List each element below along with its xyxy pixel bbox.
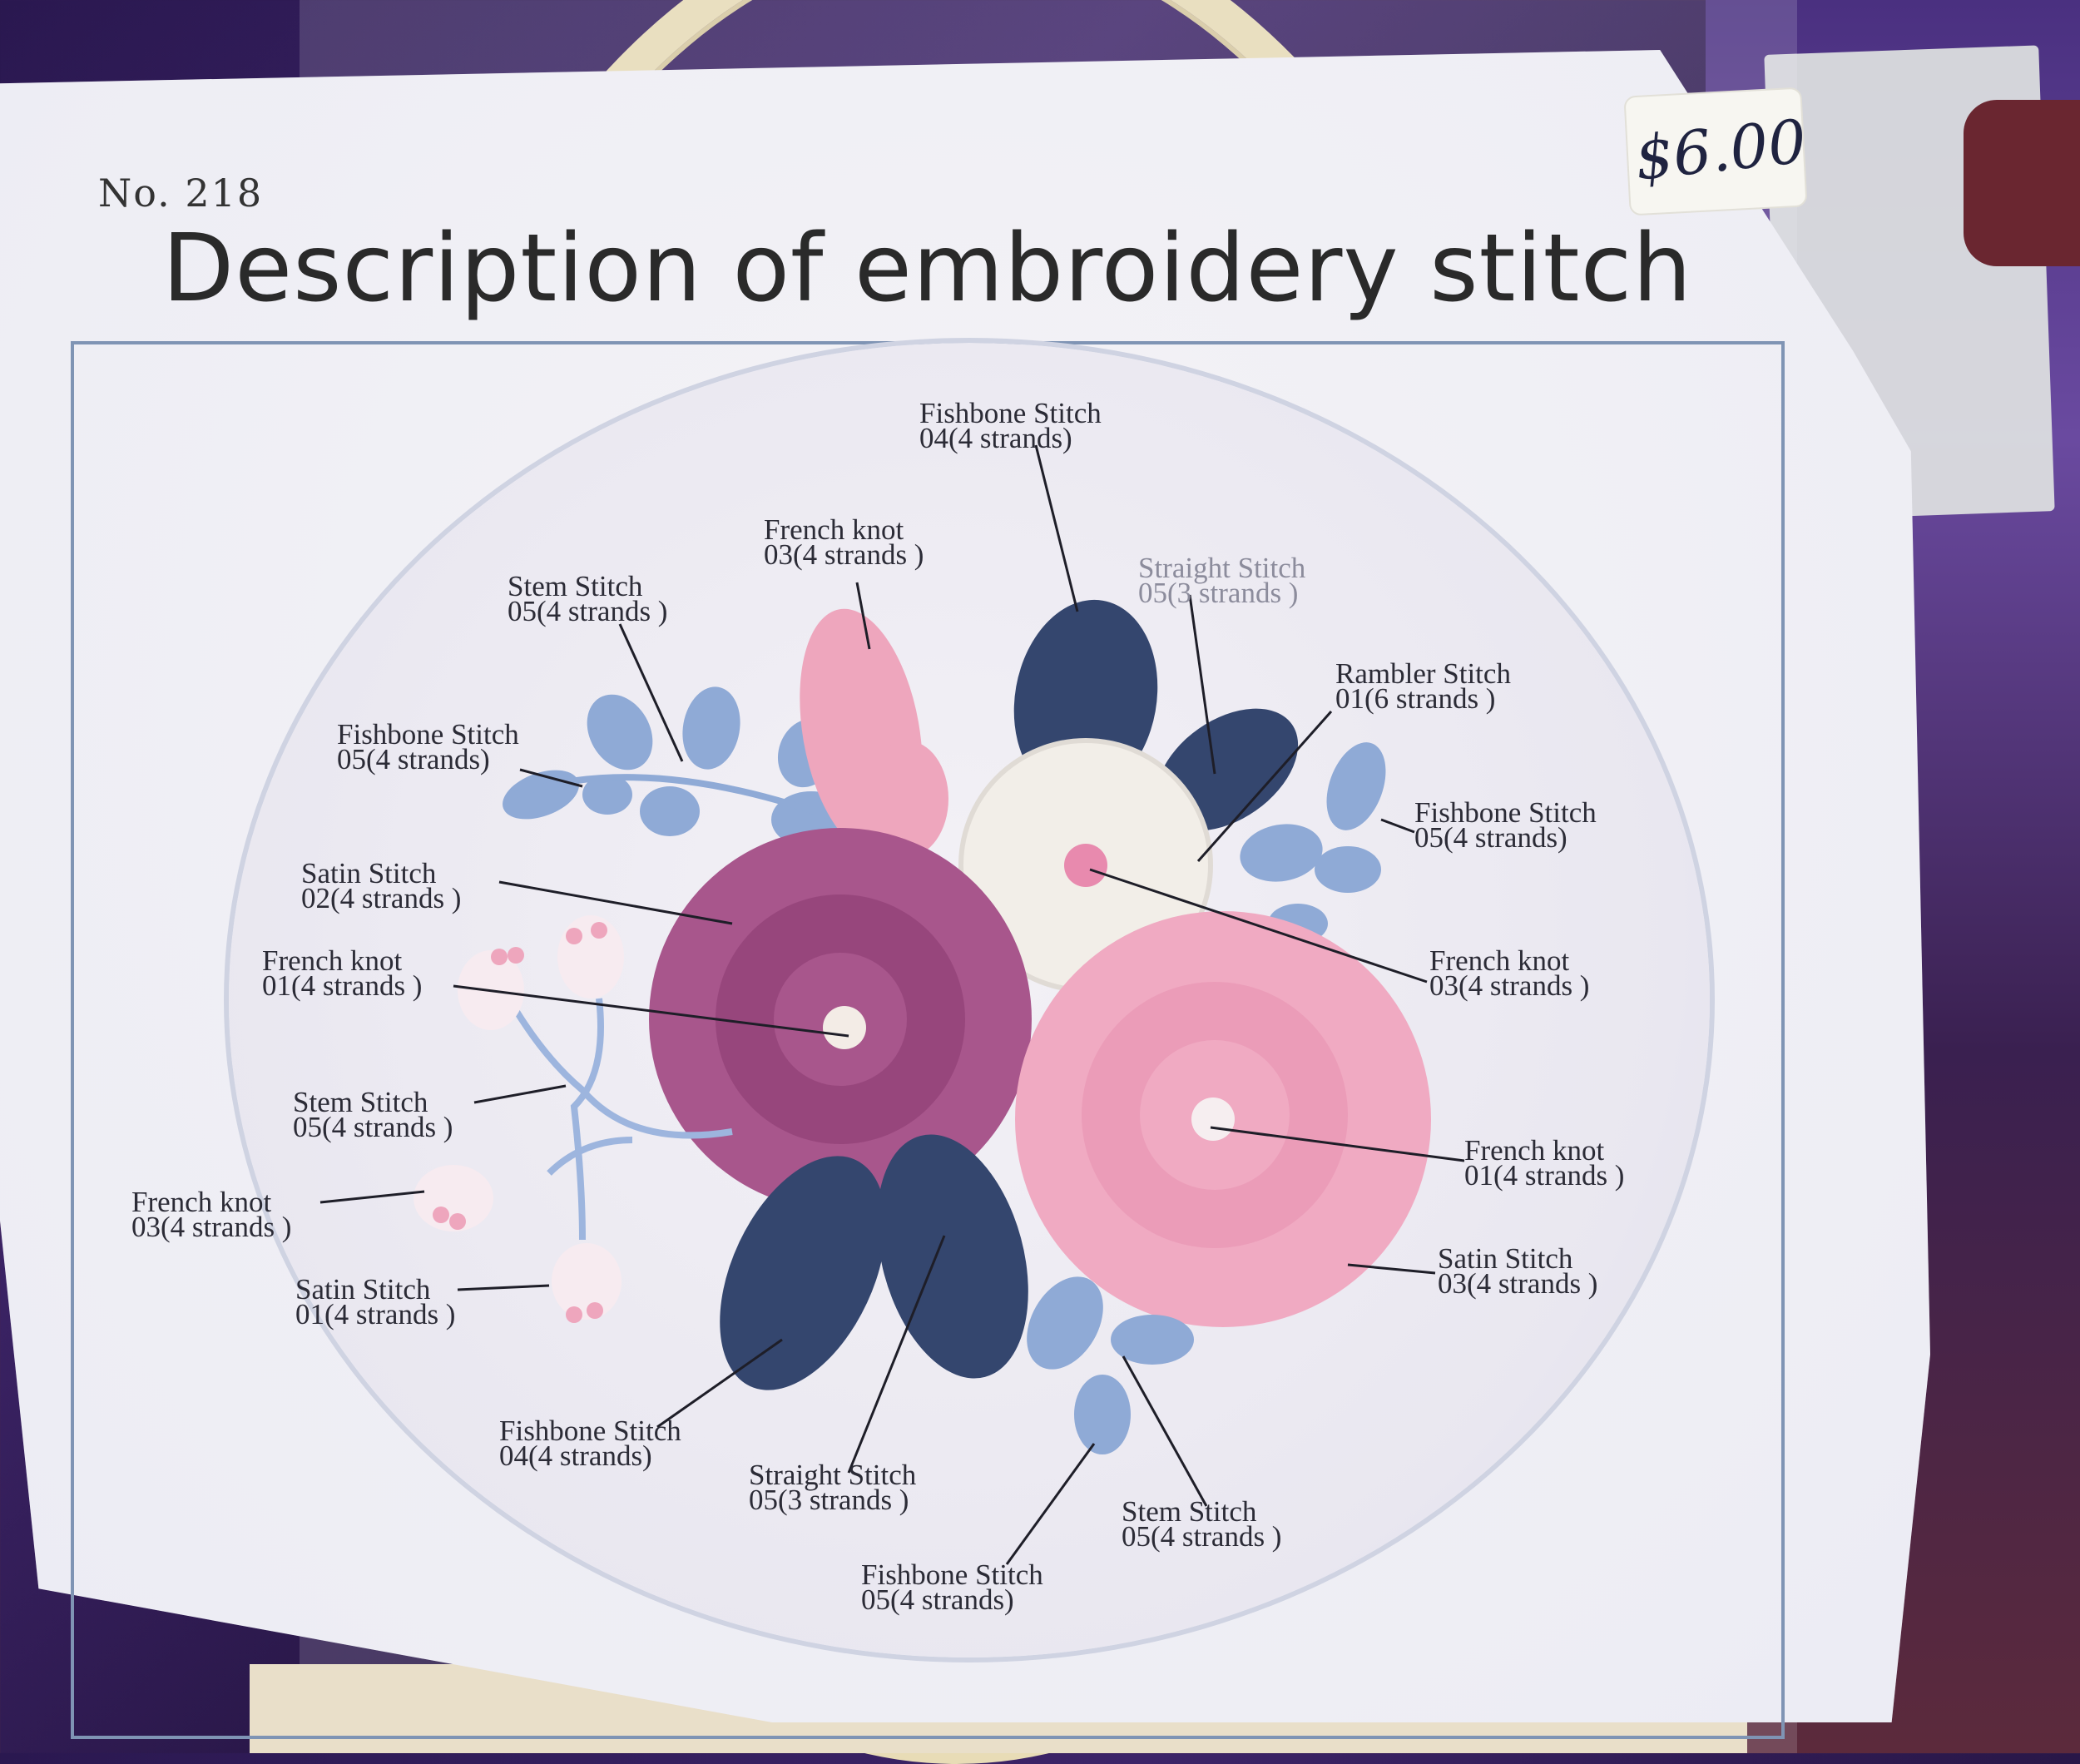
background-label [1964,100,2080,266]
model-number: No. 218 [98,171,264,216]
pink-lilac-cluster [800,608,948,857]
leader-lines [319,444,1465,1565]
light-blue-leaves-bottom [1027,1276,1194,1454]
diagram-frame [71,341,1785,1739]
light-blue-leaves-top-left [503,686,851,848]
bud-knots [433,922,607,1323]
navy-leaves-bottom [720,1134,1028,1390]
light-blue-leaves-right [1240,742,1386,944]
page-title: Description of embroidery stitch [162,215,1693,323]
